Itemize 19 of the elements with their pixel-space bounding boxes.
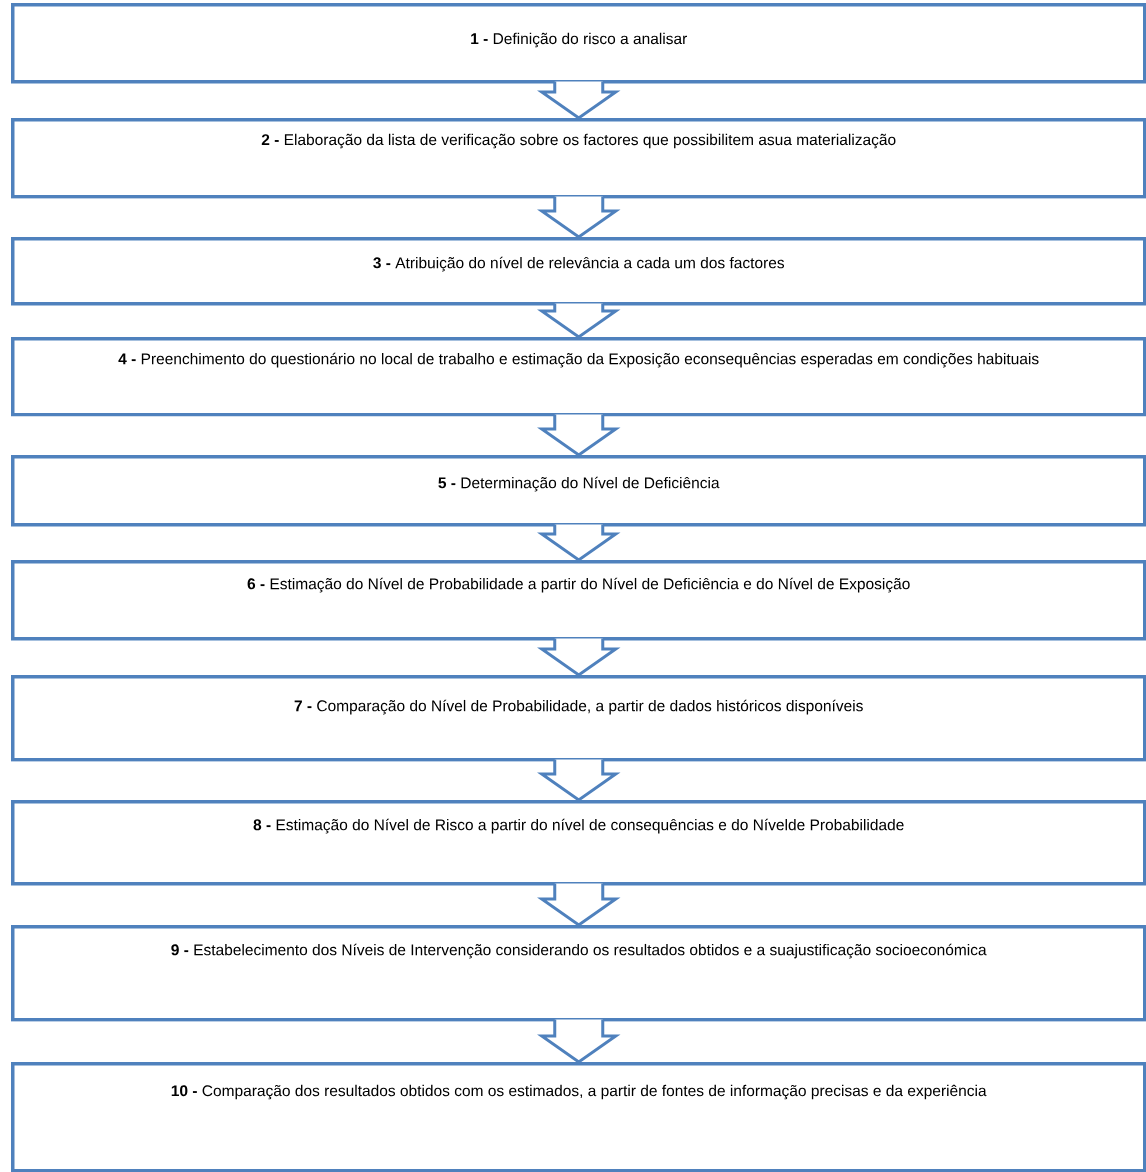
block-arrow xyxy=(537,1018,621,1064)
step-box: 3 - Atribuição do nível de relevância a cada um dos factores xyxy=(11,237,1146,306)
step-box: 7 - Comparação do Nível de Probabilidade, a partir de dados históricos disponíveis xyxy=(11,675,1146,762)
step-box: 9 - Estabelecimento dos Níveis de Intervenção considerando os resultados obtidos e a suajustificação socioeconómica xyxy=(11,925,1146,1022)
step-box: 10 - Comparação dos resultados obtidos com os estimados, a partir de fontes de informação precisas e da experiência xyxy=(11,1062,1146,1172)
step-box: 4 - Preenchimento do questionário no local de trabalho e estimação da Exposição econsequências esperadas em condições habituais xyxy=(11,337,1146,417)
block-arrow xyxy=(537,523,621,562)
step-box: 5 - Determinação do Nível de Deficiência xyxy=(11,455,1146,527)
step-box: 6 - Estimação do Nível de Probabilidade a partir do Nível de Deficiência e do Nível de Exposição xyxy=(11,560,1146,641)
block-arrow xyxy=(537,302,621,339)
block-arrow xyxy=(537,637,621,677)
block-arrow xyxy=(537,80,621,120)
step-box: 1 - Definição do risco a analisar xyxy=(11,3,1146,84)
block-arrow xyxy=(537,195,621,239)
block-arrow xyxy=(537,413,621,457)
step-box: 8 - Estimação do Nível de Risco a partir do nível de consequências e do Nívelde Probabilidade xyxy=(11,800,1146,886)
block-arrow xyxy=(537,758,621,802)
block-arrow xyxy=(537,882,621,927)
step-box: 2 - Elaboração da lista de verificação sobre os factores que possibilitem asua materialização xyxy=(11,118,1146,199)
